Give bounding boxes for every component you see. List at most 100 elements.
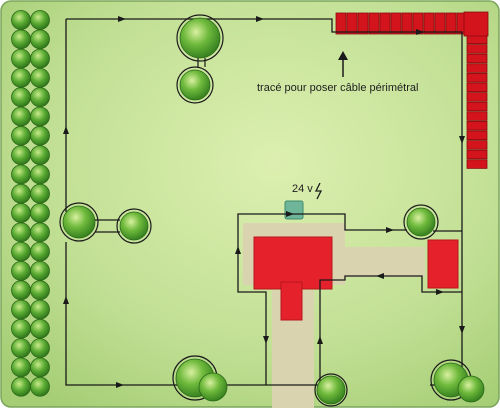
hedge-bush [30, 164, 50, 185]
hedge-bush [30, 222, 50, 243]
direction-arrow-icon [286, 211, 294, 217]
direction-arrow-icon [263, 336, 269, 344]
border-hedge-segment [466, 44, 488, 54]
hedge-bush [11, 280, 31, 301]
hedge-bush [11, 164, 31, 185]
border-hedge-segment [346, 12, 358, 35]
wire-loop [403, 204, 439, 240]
hedge-bush [11, 48, 31, 69]
direction-arrow-icon [416, 29, 424, 35]
wire-loop [314, 373, 348, 407]
hedge-bush [30, 260, 50, 281]
hedge-left [11, 10, 50, 397]
hedge-bush [30, 338, 50, 359]
hedge-bush [30, 357, 50, 378]
wire-direction-arrows [63, 16, 465, 388]
hedge-bush [11, 338, 31, 359]
direction-arrow-icon [376, 273, 384, 279]
border-hedge-segment [423, 12, 435, 35]
hedge-bush [30, 280, 50, 301]
hedge-bush [30, 106, 50, 127]
direction-arrow-icon [459, 326, 465, 334]
voltage-label: 24 v [292, 183, 313, 195]
tree [62, 205, 96, 239]
border-hedge-segment [466, 53, 488, 64]
border-hedge-top-right [335, 11, 489, 169]
border-hedge-segment [466, 121, 488, 131]
border-hedge-segment [466, 149, 488, 160]
hedge-bush [30, 241, 50, 262]
border-hedge-corner [463, 11, 489, 37]
border-hedge-segment [466, 159, 488, 169]
border-hedge-segment [466, 140, 488, 150]
hedge-bush [30, 10, 50, 30]
direction-arrow-icon [317, 336, 323, 344]
perimeter-wire-label: tracé pour poser câble périmétral [257, 82, 419, 94]
direction-arrow-icon [118, 16, 126, 22]
tree [457, 375, 485, 403]
hedge-bush [11, 145, 31, 166]
border-hedge-segment [357, 12, 369, 35]
border-hedge-segment [368, 12, 380, 35]
hedge-bush [30, 145, 50, 166]
arrow-up-icon [338, 51, 348, 77]
border-hedge-segment [401, 12, 413, 35]
hedge-bush [11, 376, 31, 397]
hedge-bush [30, 183, 50, 204]
border-hedge-segment [379, 12, 391, 35]
hedge-bush [30, 87, 50, 108]
border-hedge-segment [466, 130, 488, 141]
tree [198, 372, 228, 402]
hedge-bush [30, 376, 50, 397]
wire-loop [116, 208, 152, 244]
hedge-bush [30, 48, 50, 69]
tree [119, 211, 149, 241]
trees [59, 14, 485, 407]
border-hedge-segment [335, 12, 347, 35]
tree [406, 207, 436, 237]
hedge-bush [11, 125, 31, 146]
hedge-bush [11, 10, 31, 30]
hedge-bush [11, 87, 31, 108]
tree [179, 17, 221, 59]
direction-arrow-icon [63, 126, 69, 134]
hedge-bush [30, 125, 50, 146]
hedge-bush [11, 299, 31, 320]
direction-arrow-icon [386, 227, 394, 233]
wire-loop [176, 66, 214, 104]
border-hedge-segment [434, 12, 446, 35]
wire-loop [176, 14, 224, 62]
direction-arrow-icon [459, 136, 465, 144]
house-annex [427, 239, 459, 289]
hedge-bush [30, 68, 50, 88]
direction-arrow-icon [436, 289, 444, 295]
border-hedge-segment [466, 82, 488, 93]
direction-arrow-icon [63, 296, 69, 304]
border-hedge-segment [466, 63, 488, 73]
hedge-bush [11, 68, 31, 88]
border-hedge-segment [390, 12, 402, 35]
hedge-bush [30, 318, 50, 339]
hedge-bush [11, 183, 31, 204]
direction-arrow-icon [256, 16, 264, 22]
direction-arrow-icon [235, 246, 241, 254]
border-hedge-segment [466, 111, 488, 121]
hedge-bush [30, 203, 50, 223]
hedge-bush [30, 299, 50, 320]
wire-loop [59, 202, 99, 242]
border-hedge-segment [466, 73, 488, 83]
border-hedge-segment [466, 101, 488, 112]
border-hedge-segment [466, 92, 488, 102]
hedge-bush [11, 318, 31, 339]
hedge-bush [11, 203, 31, 223]
hedge-bush [11, 357, 31, 378]
hedge-bush [11, 241, 31, 262]
house-main [253, 236, 333, 321]
tree [179, 69, 211, 101]
direction-arrow-icon [116, 382, 124, 388]
hedge-bush [30, 29, 50, 50]
hedge-bush [11, 106, 31, 127]
border-hedge-segment [445, 12, 457, 35]
